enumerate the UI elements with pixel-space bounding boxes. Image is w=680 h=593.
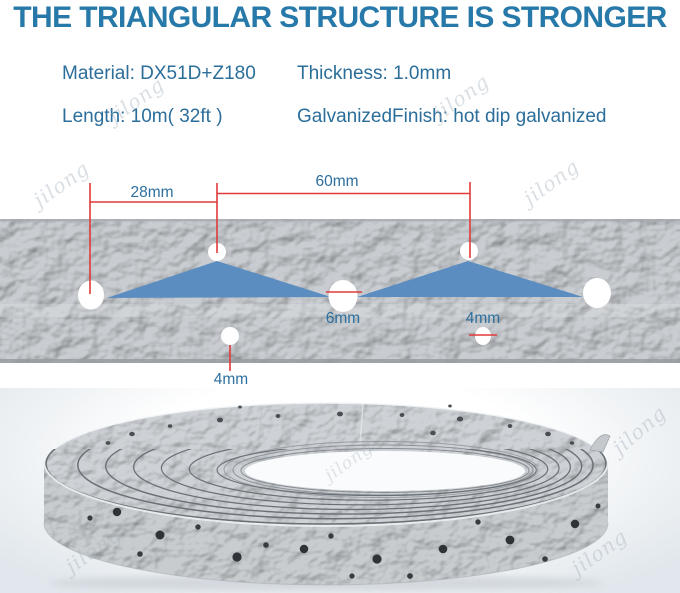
dimension-diagram: 28mm 60mm 6mm 4mm 4mm xyxy=(0,173,680,388)
front-face-top-highlight xyxy=(43,461,609,527)
label-4mm-bottom: 4mm xyxy=(214,371,248,388)
hole-right-large xyxy=(583,278,611,308)
band-seam xyxy=(359,403,364,445)
coil-photo xyxy=(43,402,611,591)
band-holes xyxy=(78,242,611,345)
page-title: THE TRIANGULAR STRUCTURE IS STRONGER xyxy=(13,1,667,34)
label-4mm-side: 4mm xyxy=(466,310,500,327)
strap-end-tip xyxy=(589,434,611,453)
coil-front-face xyxy=(43,461,609,586)
coil-opening xyxy=(223,441,539,498)
triangle-graphics xyxy=(107,261,583,298)
label-60mm: 60mm xyxy=(315,173,358,190)
spec-material: Material: DX51D+Z180 xyxy=(62,63,256,84)
label-6mm: 6mm xyxy=(326,310,360,327)
hole-center-6mm xyxy=(328,280,358,312)
hole-side-4mm xyxy=(475,327,491,345)
label-28mm: 28mm xyxy=(130,184,173,201)
hole-top-right xyxy=(460,242,478,260)
spec-finish: GalvanizedFinish: hot dip galvanized xyxy=(297,106,607,127)
coil-backwall-holes xyxy=(105,404,575,445)
spec-length: Length: 10m( 32ft ) xyxy=(62,106,223,127)
hole-left-large xyxy=(78,280,104,310)
dimension-lines xyxy=(89,182,497,371)
triangle-left xyxy=(107,261,331,298)
band-seam xyxy=(257,405,263,448)
band-top-edge xyxy=(0,219,680,222)
front-face-bottom-edge xyxy=(43,522,609,586)
coil-layer-edges xyxy=(45,449,607,525)
coil-front-holes xyxy=(87,503,601,579)
hole-bottom-4mm xyxy=(221,327,239,345)
spec-thickness: Thickness: 1.0mm xyxy=(297,63,452,84)
dimension-labels: 28mm 60mm 6mm 4mm 4mm xyxy=(130,173,500,388)
band-bottom-edge xyxy=(0,359,680,363)
triangle-right xyxy=(357,261,583,297)
